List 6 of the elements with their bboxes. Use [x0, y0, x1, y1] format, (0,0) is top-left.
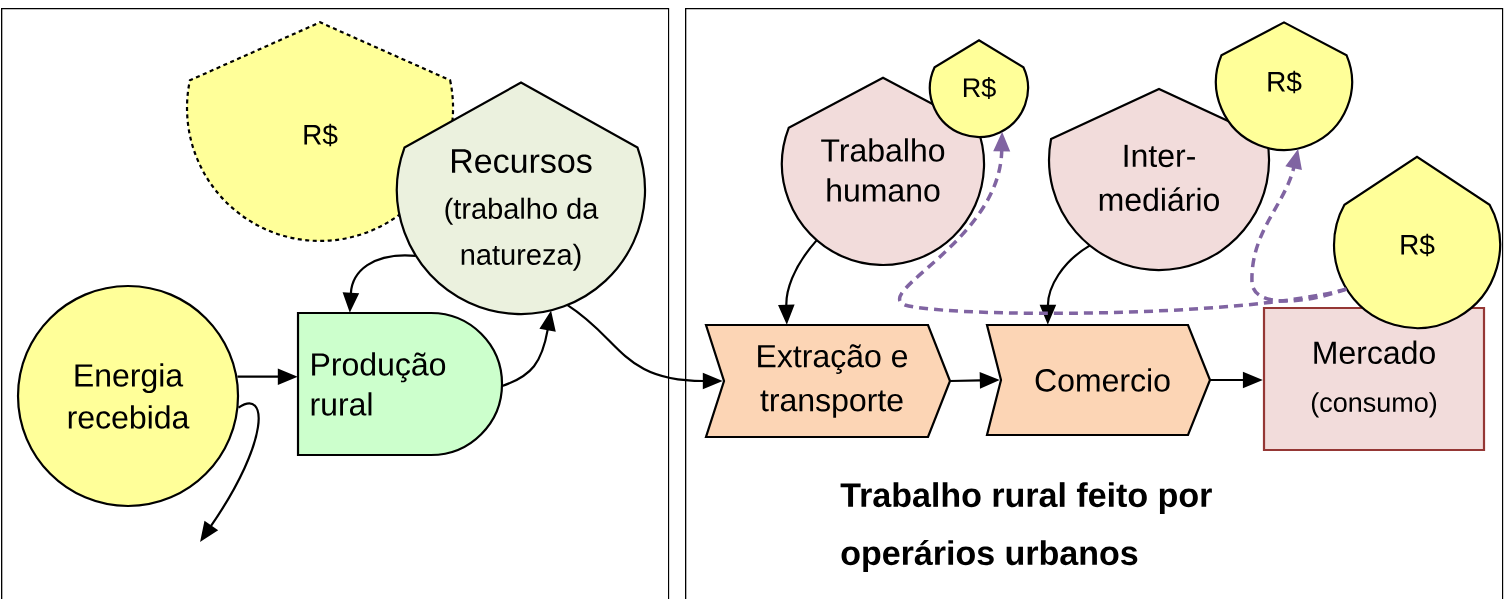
storage-tank: Recursos (trabalho da natureza)	[395, 81, 646, 315]
storage-tank: R$	[1332, 155, 1502, 330]
storage-tank: R$	[1214, 21, 1354, 152]
market-box: Mercado (consumo)	[1262, 306, 1486, 452]
panel	[1, 8, 670, 599]
storage-tank: R$	[928, 39, 1030, 139]
